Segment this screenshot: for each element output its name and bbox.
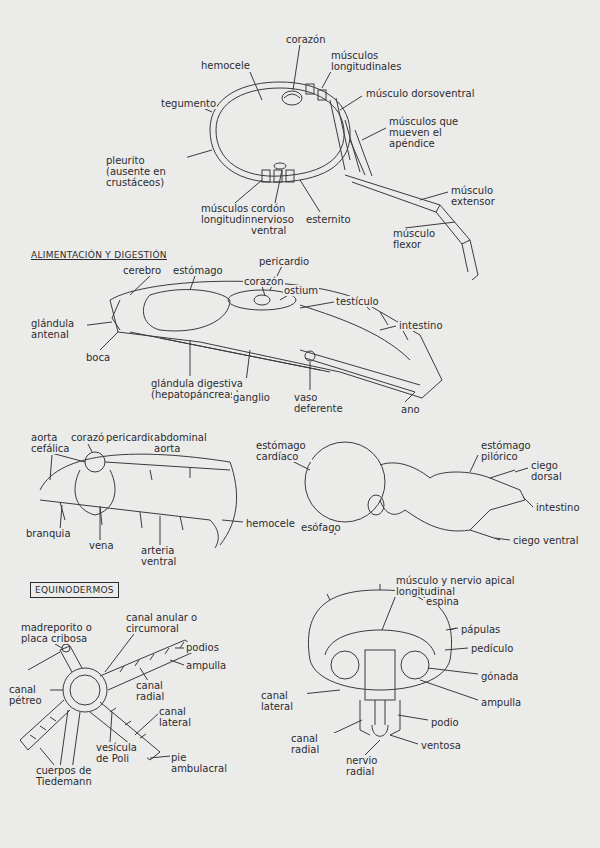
part-label: pie ambulacral — [170, 752, 232, 774]
part-label: ano — [400, 404, 421, 415]
part-label: intestino — [535, 502, 581, 513]
part-label: podio — [430, 717, 460, 728]
section-heading: EQUINODERMOS — [35, 585, 114, 595]
part-label: vena — [88, 540, 115, 551]
part-label: canal radial — [290, 733, 337, 755]
part-label: pedículo — [470, 643, 514, 654]
part-label: nervio radial — [345, 755, 392, 777]
part-label: pericardio — [105, 432, 157, 443]
part-label: gónada — [480, 671, 519, 682]
part-label: pericardio — [258, 256, 310, 267]
part-label: canal lateral — [260, 690, 307, 712]
part-label: ventosa — [420, 740, 462, 751]
section-box: EQUINODERMOS — [30, 582, 119, 598]
part-label: estómago — [172, 265, 224, 276]
part-label: músculo dorsoventral — [365, 88, 477, 99]
part-label: arteria ventral — [140, 545, 187, 567]
part-label: ciego ventral — [512, 535, 579, 546]
part-label: músculo y nervio apical longitudinal — [395, 575, 547, 597]
part-label: estómago pilórico — [480, 440, 537, 462]
part-label: madreporito o placa cribosa — [20, 622, 97, 644]
part-label: esófago — [300, 522, 342, 533]
arm-section — [302, 584, 478, 755]
part-label: boca — [85, 352, 111, 363]
part-label: músculos que mueven el apéndice — [388, 116, 490, 149]
part-label: pápulas — [460, 624, 501, 635]
part-label: canal lateral — [158, 706, 205, 728]
part-label: intestino — [398, 320, 444, 331]
part-label: ciego dorsal — [530, 460, 577, 482]
part-label: branquia — [25, 528, 72, 539]
part-label: cordón nervioso ventral — [250, 203, 307, 236]
part-label: músculo extensor — [450, 185, 512, 207]
part-label: testículo — [335, 296, 380, 307]
part-label: esternito — [305, 214, 352, 225]
part-label: ampulla — [185, 660, 227, 671]
part-label: podios — [185, 642, 220, 653]
part-label: pleurito (ausente en crustáceos) — [105, 155, 187, 188]
part-label: ostium — [283, 285, 319, 296]
part-label: hemocele — [245, 518, 296, 529]
part-label: glándula antenal — [30, 318, 87, 340]
part-label: hemocele — [200, 60, 251, 71]
part-label: corazón — [285, 34, 327, 45]
part-label: músculos longitudinales — [330, 50, 412, 72]
part-label: ganglio — [232, 392, 271, 403]
part-label: vaso deferente — [293, 392, 345, 414]
part-label: cuerpos de Tiedemann — [35, 765, 117, 787]
part-label: canal anular o circumoral — [125, 612, 207, 634]
part-label: canal radial — [135, 680, 182, 702]
part-label: músculo flexor — [392, 228, 444, 250]
part-label: ampulla — [480, 697, 522, 708]
part-label: vesícula de Poli — [95, 742, 147, 764]
section-heading: ALIMENTACIÓN Y DIGESTIÓN — [30, 250, 168, 261]
part-label: abdominal aorta — [153, 432, 210, 454]
part-label: canal pétreo — [8, 684, 50, 706]
part-label: espina — [425, 596, 460, 607]
part-label: corazón — [243, 276, 285, 287]
segment-section — [150, 44, 478, 280]
part-label: cerebro — [122, 265, 162, 276]
part-label: estómago cardíaco — [255, 440, 312, 462]
crustacean-body — [80, 266, 442, 402]
part-label: tegumento — [160, 98, 217, 109]
